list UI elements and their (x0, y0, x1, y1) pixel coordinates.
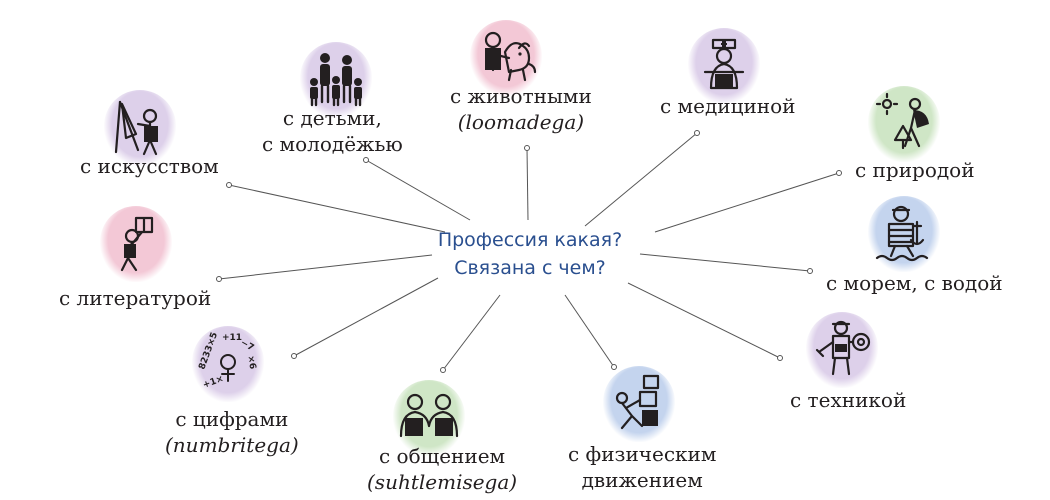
svg-text:+11: +11 (222, 333, 242, 343)
dog-owner-icon (470, 20, 542, 96)
connector-line-physical (564, 294, 615, 368)
connector-line-literature (218, 254, 433, 280)
nurse-icon (688, 28, 760, 104)
svg-text:+1×: +1× (202, 374, 225, 391)
node-communication-translation: (suhtlemisega) (367, 470, 518, 494)
node-art-label: с искусством (80, 154, 219, 178)
node-communication-label: с общением (378, 444, 506, 468)
connector-line-communication (442, 294, 501, 371)
connector-line-medicine (584, 132, 698, 227)
connector-line-technology (627, 282, 781, 359)
connector-line-art (228, 184, 446, 233)
connector-line-animals (526, 147, 529, 221)
connector-dot-art (226, 182, 232, 188)
node-children-label-2: с молодёжью (262, 132, 403, 156)
svg-text:−7: −7 (239, 338, 256, 354)
connector-dot-technology (777, 355, 783, 361)
node-physical-label-2: движением (581, 468, 703, 492)
conversation-icon (393, 380, 465, 456)
node-children-label-1: с детьми, (282, 106, 382, 130)
family-icon (300, 42, 372, 118)
connector-dot-communication (440, 367, 446, 373)
node-digits-label: с цифрами (175, 407, 289, 431)
node-sea-label: с морем, с водой (826, 271, 1003, 295)
connector-dot-medicine (694, 130, 700, 136)
connector-dot-children (363, 157, 369, 163)
connector-dot-sea (807, 268, 813, 274)
connector-line-digits (293, 277, 439, 357)
node-animals-translation: (loomadega) (457, 110, 585, 134)
reader-icon (100, 206, 172, 282)
athlete-icon (603, 366, 675, 442)
sailor-icon (868, 196, 940, 272)
central-question: Профессия какая? Связана с чем? (420, 226, 640, 282)
node-medicine-label: с медициной (660, 94, 796, 118)
connector-dot-animals (524, 145, 530, 151)
hiker-icon (868, 86, 940, 162)
mechanic-icon (806, 312, 878, 388)
node-literature-label: с литературой (59, 286, 212, 310)
svg-text:8233×5: 8233×5 (197, 331, 220, 371)
connector-dot-literature (216, 276, 222, 282)
connector-dot-nature (836, 170, 842, 176)
central-question-line-1: Профессия какая? (437, 229, 623, 251)
node-digits-translation: (numbritega) (165, 433, 299, 457)
connector-line-nature (654, 172, 840, 233)
connector-line-children (365, 159, 471, 221)
connector-dot-physical (611, 364, 617, 370)
connector-line-sea (639, 253, 811, 272)
node-animals-label: с животными (450, 84, 592, 108)
svg-text:×6: ×6 (245, 355, 257, 370)
node-physical-label-1: с физическим (568, 442, 717, 466)
math-icon: 8233×5 +11 −7 ×6 +1× (192, 326, 264, 402)
node-nature-label: с природой (855, 158, 975, 182)
node-technology-label: с техникой (790, 388, 907, 412)
connector-dot-digits (291, 353, 297, 359)
painter-icon (104, 90, 176, 166)
central-question-line-2: Связана с чем? (454, 257, 606, 279)
